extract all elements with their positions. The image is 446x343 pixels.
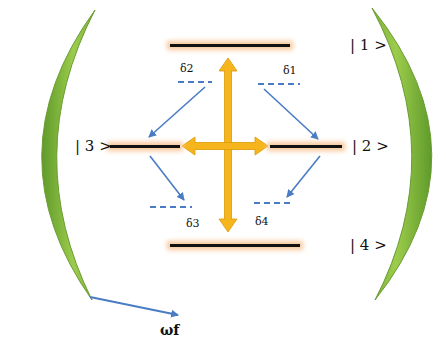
level-label: | 3 > (75, 137, 112, 155)
detuning-label: δ4 (255, 215, 269, 228)
detuning-label: δ3 (186, 217, 200, 230)
transition-arrow (287, 156, 320, 197)
left-mirror (42, 10, 95, 300)
level-line (170, 244, 300, 247)
virtual-level (258, 83, 300, 85)
detuning-label: δ2 (180, 62, 194, 75)
frequency-label: ωf (160, 322, 179, 338)
level-line (170, 44, 290, 47)
level-line (110, 145, 180, 148)
level-line (270, 145, 342, 148)
energy-level: | 3 > (75, 134, 180, 158)
level-label: | 2 > (352, 137, 389, 155)
energy-level: | 2 > (270, 134, 389, 158)
virtual-level (178, 81, 212, 83)
level-label: | 1 > (350, 36, 387, 54)
coupling-arrow (182, 137, 268, 155)
detuning-label: δ1 (283, 64, 297, 77)
virtual-level (150, 206, 192, 208)
energy-level: | 4 > (170, 233, 387, 257)
transition-arrow (150, 156, 184, 200)
energy-level: | 1 > (170, 33, 387, 57)
output-arrow (90, 297, 178, 315)
transition-arrow (264, 89, 318, 139)
virtual-level (254, 202, 292, 204)
transition-arrow (149, 87, 205, 137)
level-label: | 4 > (350, 236, 387, 254)
